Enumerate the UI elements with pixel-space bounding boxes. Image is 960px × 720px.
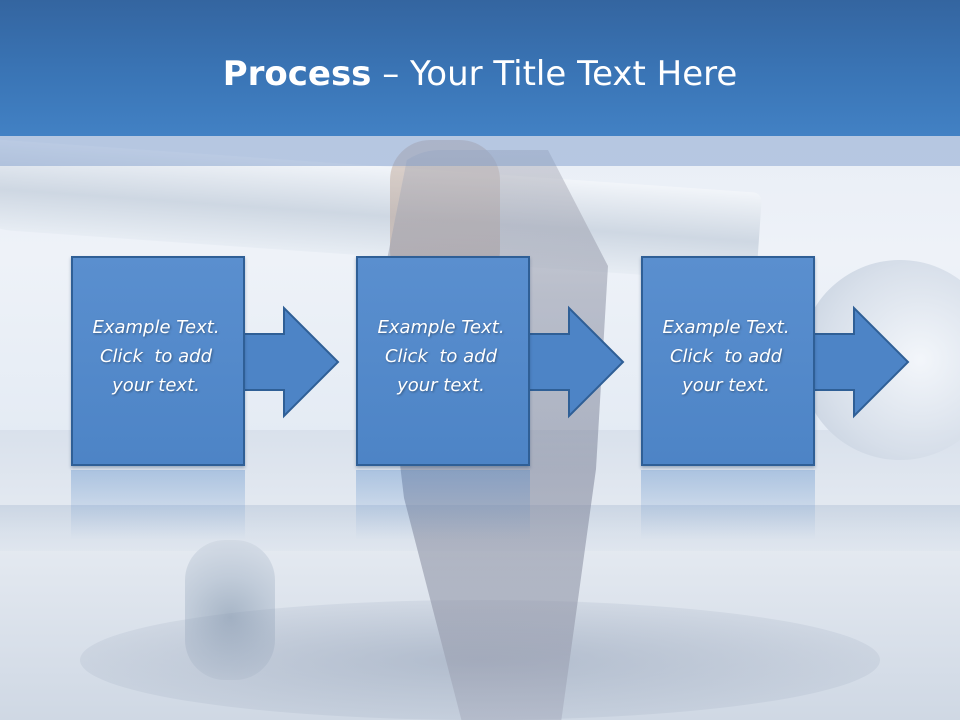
arrow-1-icon <box>241 305 340 419</box>
arrow-3-icon <box>811 305 910 419</box>
title-rest: – Your Title Text Here <box>371 54 738 94</box>
landing-gear <box>185 540 275 680</box>
title-bold: Process <box>222 54 372 94</box>
step-text-line: your text. <box>397 375 485 396</box>
step-1-reflection <box>71 470 245 540</box>
step-text-line: Example Text. <box>92 317 220 338</box>
title-bar: Process – Your Title Text Here <box>0 0 960 136</box>
arrow-2-icon <box>526 305 625 419</box>
step-text[interactable]: Example Text. Click to add your text. <box>641 313 811 400</box>
step-text-line: Click to add <box>669 346 782 367</box>
step-text-line: Example Text. <box>377 317 505 338</box>
step-text-line: Click to add <box>99 346 212 367</box>
step-text-line: Click to add <box>384 346 497 367</box>
step-3-reflection <box>641 470 815 540</box>
step-box <box>641 256 815 466</box>
step-text-line: your text. <box>682 375 770 396</box>
process-step-1[interactable]: Example Text. Click to add your text. <box>71 256 245 466</box>
header-accent-band <box>0 136 960 166</box>
step-text-line: your text. <box>112 375 200 396</box>
step-box <box>356 256 530 466</box>
step-text[interactable]: Example Text. Click to add your text. <box>356 313 526 400</box>
step-text[interactable]: Example Text. Click to add your text. <box>71 313 241 400</box>
step-text-line: Example Text. <box>662 317 790 338</box>
process-step-2[interactable]: Example Text. Click to add your text. <box>356 256 530 466</box>
step-box <box>71 256 245 466</box>
process-step-3[interactable]: Example Text. Click to add your text. <box>641 256 815 466</box>
page-title[interactable]: Process – Your Title Text Here <box>0 52 960 96</box>
step-2-reflection <box>356 470 530 540</box>
